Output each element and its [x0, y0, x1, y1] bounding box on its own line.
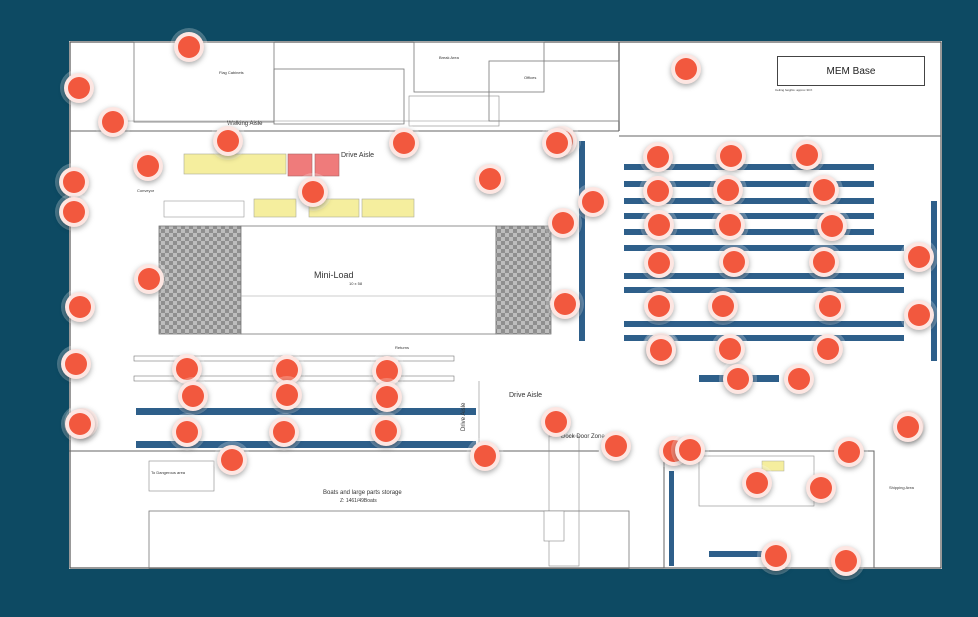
drive-aisle-top-label: Drive Aisle	[341, 152, 375, 159]
marker-43[interactable]	[178, 381, 208, 411]
boats-storage-sub-label: Z: 1461/49Boats	[340, 498, 377, 504]
mini-load-sub-label: 10 x 58	[349, 281, 363, 286]
marker-60[interactable]	[761, 541, 791, 571]
marker-40[interactable]	[372, 356, 402, 386]
marker-44[interactable]	[272, 380, 302, 410]
marker-52[interactable]	[217, 445, 247, 475]
marker-35[interactable]	[715, 334, 745, 364]
marker-26[interactable]	[904, 242, 934, 272]
marker-4[interactable]	[213, 126, 243, 156]
marker-17[interactable]	[643, 176, 673, 206]
marker-56[interactable]	[675, 435, 705, 465]
marker-21[interactable]	[715, 210, 745, 240]
boats-storage-label: Boats and large parts storage	[323, 490, 402, 496]
mini-load-label: Mini-Load	[314, 270, 354, 280]
shipping-area-label: Shipping Area	[889, 485, 914, 490]
marker-8[interactable]	[59, 167, 89, 197]
marker-23[interactable]	[644, 248, 674, 278]
marker-7[interactable]	[133, 151, 163, 181]
marker-61[interactable]	[831, 546, 861, 576]
marker-15[interactable]	[716, 141, 746, 171]
marker-65[interactable]	[893, 412, 923, 442]
drive-aisle-vertical-label: Drive Aisle	[461, 402, 467, 431]
floor-plan-drawing	[69, 41, 942, 569]
mem-base-label: MEM Base	[826, 65, 876, 77]
marker-33[interactable]	[904, 300, 934, 330]
drive-aisle-mid-label: Drive Aisle	[509, 392, 543, 399]
marker-66[interactable]	[65, 409, 95, 439]
marker-11[interactable]	[475, 164, 505, 194]
warehouse-floor-plan: Mini-Load 10 x 58 Drive Aisle Drive Aisl…	[69, 41, 942, 569]
mem-base-box: MEM Base	[777, 56, 925, 86]
marker-2[interactable]	[64, 73, 94, 103]
marker-31[interactable]	[708, 291, 738, 321]
marker-41[interactable]	[723, 364, 753, 394]
marker-27[interactable]	[134, 264, 164, 294]
marker-13[interactable]	[548, 208, 578, 238]
marker-53[interactable]	[470, 441, 500, 471]
to-dangerous-label: To Dangerous area	[151, 470, 186, 475]
marker-3[interactable]	[98, 107, 128, 137]
break-area-label: Break Area	[439, 55, 459, 60]
marker-57[interactable]	[834, 437, 864, 467]
marker-29[interactable]	[550, 289, 580, 319]
marker-12[interactable]	[578, 187, 608, 217]
marker-25[interactable]	[809, 247, 839, 277]
marker-58[interactable]	[742, 468, 772, 498]
marker-30[interactable]	[644, 291, 674, 321]
marker-59[interactable]	[806, 473, 836, 503]
marker-9[interactable]	[59, 197, 89, 227]
marker-5[interactable]	[389, 128, 419, 158]
marker-10[interactable]	[298, 177, 328, 207]
flag-cabinets-label: Flag Cabinets	[219, 70, 244, 75]
marker-47[interactable]	[172, 417, 202, 447]
marker-50[interactable]	[541, 407, 571, 437]
marker-42[interactable]	[784, 364, 814, 394]
marker-24[interactable]	[719, 247, 749, 277]
marker-16[interactable]	[792, 140, 822, 170]
marker-54[interactable]	[601, 431, 631, 461]
marker-22[interactable]	[817, 211, 847, 241]
walking-aisle-label: Walking Aisle	[227, 121, 263, 127]
marker-19[interactable]	[809, 175, 839, 205]
marker-45[interactable]	[372, 382, 402, 412]
marker-62[interactable]	[671, 54, 701, 84]
marker-20[interactable]	[644, 210, 674, 240]
marker-63[interactable]	[542, 128, 572, 158]
marker-38[interactable]	[172, 354, 202, 384]
ceiling-note-label: Ceiling heights: approx 30 ft	[775, 88, 813, 92]
marker-36[interactable]	[813, 334, 843, 364]
marker-49[interactable]	[371, 416, 401, 446]
conveyor-label: Conveyor	[137, 188, 155, 193]
marker-64[interactable]	[646, 335, 676, 365]
marker-14[interactable]	[643, 142, 673, 172]
marker-48[interactable]	[269, 417, 299, 447]
marker-32[interactable]	[815, 291, 845, 321]
marker-37[interactable]	[61, 349, 91, 379]
dock-door-zone-label: Dock Door Zone	[561, 434, 605, 440]
marker-1[interactable]	[174, 32, 204, 62]
marker-28[interactable]	[65, 292, 95, 322]
marker-18[interactable]	[713, 175, 743, 205]
offices-label: Offices	[524, 75, 537, 80]
returns-label: Returns	[395, 345, 410, 350]
